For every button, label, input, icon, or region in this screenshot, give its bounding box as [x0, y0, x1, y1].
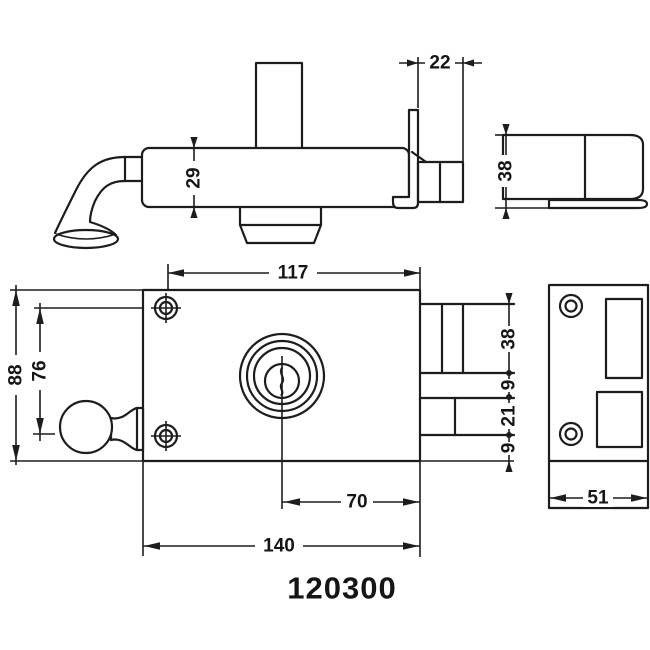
screw-post-bottom [151, 421, 181, 451]
dimension-labels: 117 140 70 22 51 29 88 76 38 38 9 21 9 [6, 53, 609, 557]
dim-label-21: 21 [499, 405, 520, 427]
front-view-cylinder [238, 332, 326, 509]
dim-label-140: 140 [263, 536, 295, 557]
top-view [495, 124, 649, 219]
knob-rim-inner [55, 233, 117, 240]
knob-neck-inner [88, 179, 127, 237]
keyway-mark [279, 366, 285, 397]
front-view [10, 264, 516, 557]
knob-neck-outer [53, 155, 127, 235]
dim-label-29: 29 [184, 167, 205, 188]
latch-slot [604, 297, 644, 380]
front-view-latch [418, 302, 516, 375]
dim-label-70: 70 [346, 492, 367, 513]
side-view-case [140, 146, 411, 209]
dim-22 [399, 57, 482, 161]
dim-label-38-stack: 38 [499, 328, 520, 349]
strike-screw-hole-bottom [558, 421, 584, 447]
knob-neck-front [109, 406, 145, 452]
strike-plate-body [547, 283, 650, 510]
label-masks [7, 54, 613, 555]
front-view-knob [58, 399, 145, 455]
front-view-deadbolt [418, 396, 516, 437]
side-view-bevel-line [410, 150, 428, 164]
strike-plate-view [547, 283, 650, 510]
side-view [52, 57, 482, 250]
deadbolt-slot [595, 390, 644, 449]
top-view-case [501, 133, 645, 201]
dim-label-51: 51 [587, 488, 609, 509]
dim-label-38-top: 38 [496, 160, 517, 181]
part-number: 120300 [287, 571, 396, 606]
strike-screw-hole-top [558, 293, 584, 319]
dim-label-88: 88 [6, 364, 27, 385]
dim-label-22: 22 [429, 53, 450, 74]
side-view-stem [254, 61, 304, 150]
knob-circle [58, 399, 114, 455]
dim-label-117: 117 [278, 263, 309, 284]
dim-label-9-upper: 9 [499, 380, 520, 391]
screw-post-top [151, 293, 181, 323]
top-view-faceplate-lip [547, 198, 649, 210]
side-view-backplate [391, 108, 420, 210]
dim-label-9-lower: 9 [499, 443, 520, 454]
side-view-knob-handle [52, 155, 144, 250]
dim-label-76: 76 [30, 360, 51, 381]
